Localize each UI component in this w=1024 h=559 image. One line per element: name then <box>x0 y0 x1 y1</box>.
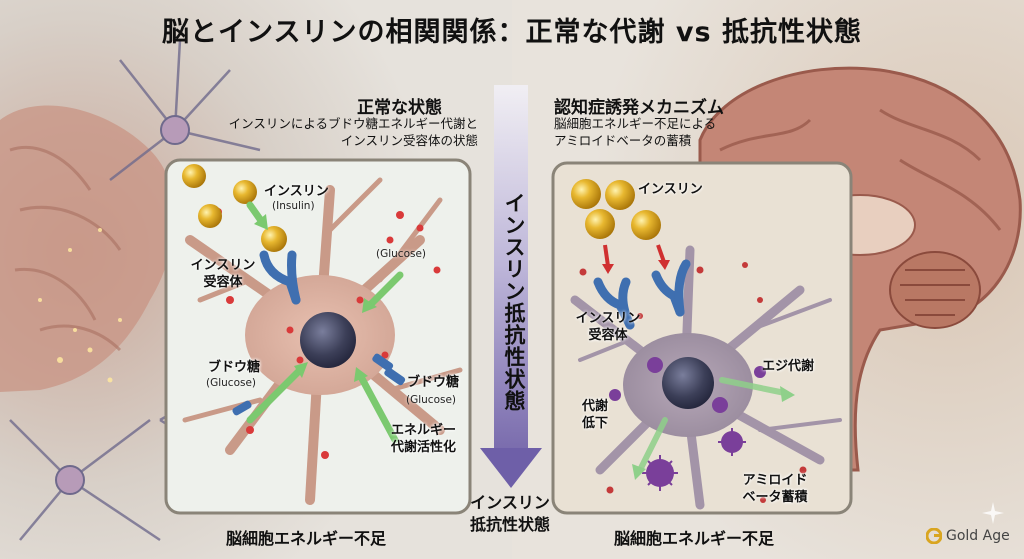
right-bottom-caption: 脳細胞エネルギー不足 <box>614 529 775 548</box>
insulin-receptor-label-right-line1: インスリン <box>575 311 641 326</box>
insulin-receptor-label-left-line1: インスリン <box>190 258 256 273</box>
dementia-subtitle-line2: アミロイドベータの蓄積 <box>554 133 692 148</box>
energy-activation-line1: エネルギー <box>390 423 456 438</box>
left-bottom-caption: 脳細胞エネルギー不足 <box>226 529 387 548</box>
normal-state-subtitle-line1: インスリンによるブドウ糖エネルギー代謝と <box>228 116 478 131</box>
glucose-label-left: ブドウ糖 <box>208 360 261 375</box>
energy-activation-label: エネルギー 代謝活性化 <box>381 422 466 456</box>
energy-activation-line2: 代謝活性化 <box>390 440 456 455</box>
gold-age-logo-icon <box>926 528 942 544</box>
metabolism-decline-label: 代謝 低下 <box>577 398 613 432</box>
center-vertical-label: インスリン抵抗性状態 <box>502 192 526 412</box>
normal-state-subtitle: インスリンによるブドウ糖エネルギー代謝と インスリン受容体の状態 <box>213 115 478 149</box>
glucose-en-label-left: (Glucose) <box>206 377 257 389</box>
dementia-mechanism-subtitle: 脳細胞エネルギー不足による アミロイドベータの蓄積 <box>554 115 716 149</box>
insulin-receptor-label-right: インスリン 受容体 <box>573 310 643 344</box>
glucose-en-label-right: (Glucose) <box>406 394 457 406</box>
glucose-label-right: ブドウ糖 <box>407 375 460 390</box>
center-bottom-line1: インスリン <box>470 493 550 512</box>
normal-state-subtitle-line2: インスリン受容体の状態 <box>340 133 478 148</box>
insulin-en-label: (Insulin) <box>272 200 315 212</box>
glucose-en-top-label: (Glucose) <box>376 248 427 260</box>
normal-state-heading: 正常な状態 <box>357 98 442 118</box>
insulin-label-right: インスリン <box>638 182 703 197</box>
insulin-label: インスリン <box>264 184 329 199</box>
metabolism-decline-line1: 代謝 <box>581 399 608 414</box>
amyloid-accumulation-label: アミロイド ベータ蓄積 <box>735 472 815 506</box>
sparkle-icon <box>982 502 1004 524</box>
dementia-mechanism-heading: 認知症誘発メカニズム <box>554 98 724 118</box>
metabolism-decline-line2: 低下 <box>581 416 608 431</box>
gold-age-logo-text: Gold Age <box>946 528 1010 544</box>
center-bottom-caption: インスリン 抵抗性状態 <box>450 492 570 536</box>
insulin-receptor-label-left-line2: 受容体 <box>203 275 243 290</box>
dementia-subtitle-line1: 脳細胞エネルギー不足による <box>554 116 717 131</box>
page-title: 脳とインスリンの相関関係：正常な代謝 vs 抵抗性状態 <box>162 17 862 48</box>
insulin-receptor-label-right-line2: 受容体 <box>588 328 628 343</box>
gold-age-logo: Gold Age <box>926 528 1010 544</box>
energy-metabolism-label-right: エジ代謝 <box>762 359 815 374</box>
amyloid-line2: ベータ蓄積 <box>742 490 808 505</box>
amyloid-line1: アミロイド <box>742 473 808 488</box>
insulin-receptor-label-left: インスリン 受容体 <box>188 257 258 291</box>
center-bottom-line2: 抵抗性状態 <box>469 515 550 534</box>
